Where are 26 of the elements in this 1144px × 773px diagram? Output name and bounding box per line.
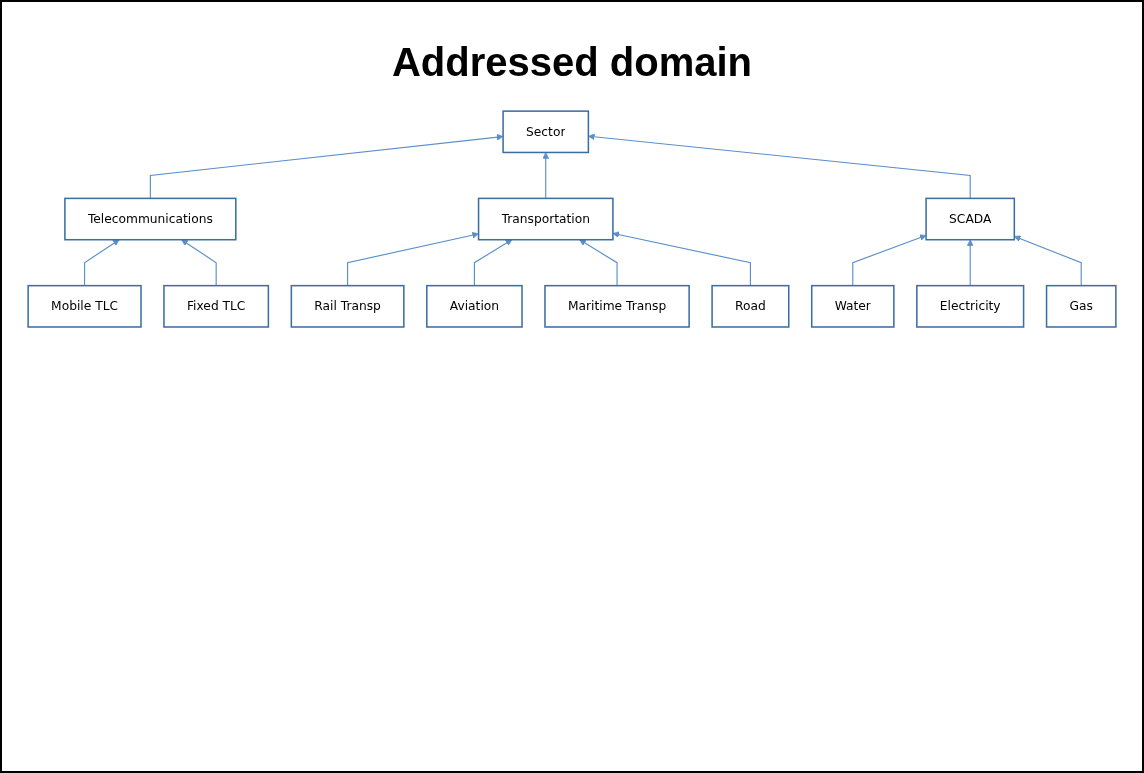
node-box: Sector bbox=[502, 110, 590, 154]
node-box: Fixed TLC bbox=[163, 284, 270, 328]
diagram-title: Addressed domain bbox=[391, 40, 753, 85]
node-box: Telecommunications bbox=[64, 197, 237, 241]
arrow bbox=[473, 239, 513, 287]
node-box: Road bbox=[711, 284, 790, 328]
arrow bbox=[579, 239, 618, 287]
node-box: Mobile TLC bbox=[27, 284, 142, 328]
arrow bbox=[84, 239, 120, 287]
node-box: Water bbox=[810, 284, 895, 328]
node-box: Electricity bbox=[916, 284, 1025, 328]
node-box: Aviation bbox=[426, 284, 523, 328]
arrow bbox=[1014, 235, 1082, 287]
arrow bbox=[347, 231, 479, 287]
arrow bbox=[588, 133, 971, 199]
node-box: Rail Transp bbox=[290, 284, 405, 328]
arrow bbox=[149, 133, 504, 199]
arrow bbox=[542, 152, 550, 199]
arrow bbox=[966, 239, 974, 287]
arrow bbox=[181, 239, 217, 287]
arrow bbox=[852, 234, 927, 287]
node-box: Maritime Transp bbox=[544, 284, 690, 328]
arrow bbox=[612, 231, 751, 287]
node-box: Gas bbox=[1045, 284, 1117, 328]
node-box: SCADA bbox=[925, 197, 1016, 241]
node-box: Transportation bbox=[477, 197, 614, 241]
